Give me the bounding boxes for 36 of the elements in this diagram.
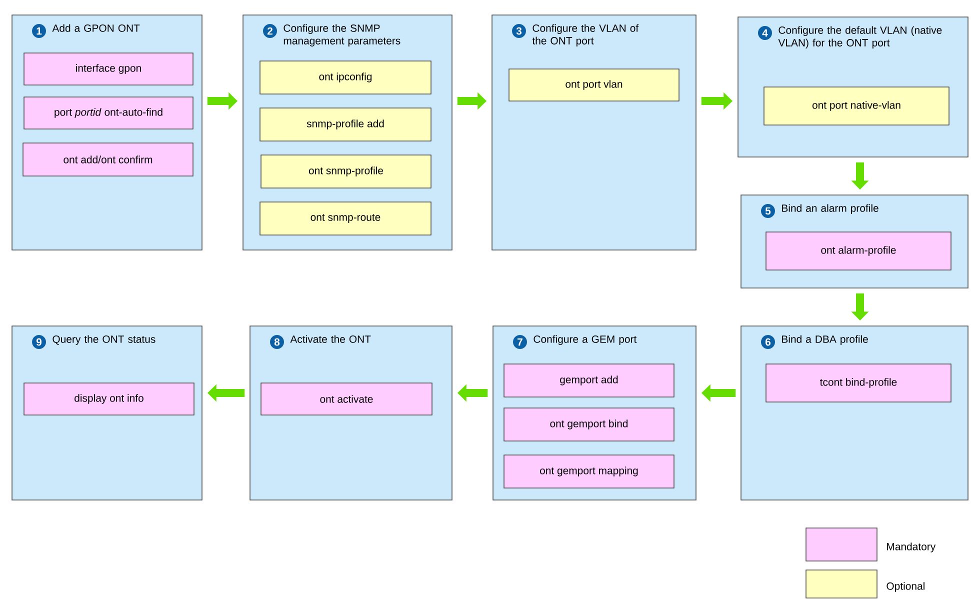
step-number: 1 [32,24,46,38]
command-box: gemport add [504,364,674,398]
command-box: ont gemport mapping [504,454,674,488]
step-title: Bind a DBA profile [782,335,868,345]
command-box: tcont bind-profile [766,364,952,402]
command-box: ont snmp-profile [260,154,432,188]
command-box: ont activate [260,382,432,416]
step-number: 9 [32,335,46,349]
command-box: ont add/ont confirm [22,142,194,176]
step-number: 6 [761,335,775,349]
step-title: Bind an alarm profile [782,204,878,214]
step-number: 7 [513,335,527,349]
step-title: Activate the ONT [290,335,371,343]
command-box: ont gemport bind [504,408,674,442]
command-box: ont snmp-route [260,202,432,236]
command-box: ont port vlan [508,68,680,102]
step-title: Configure the SNMP management parameters [284,24,400,46]
step-number: 4 [758,26,772,40]
step-number: 5 [761,204,775,218]
step-number: 2 [263,24,277,38]
step-number: 3 [512,24,526,38]
command-box: ont port native-vlan [764,86,950,126]
legend-label: Optional [886,582,924,592]
command-box: ont alarm-profile [766,232,952,270]
step-title: Configure a GEM port [534,335,637,345]
legend-label: Mandatory [887,542,936,552]
step-title: Query the ONT status [52,335,156,345]
command-box: display ont info [24,382,194,416]
step-title: Configure the default VLAN (native VLAN) for the ONT port [778,26,942,48]
command-box: port portid ont-auto-find [24,96,194,130]
step-number: 8 [270,335,284,349]
step-title: Configure the VLAN of the ONT port [532,24,639,46]
command-box: interface gpon [24,52,194,86]
command-box: ont ipconfig [260,60,432,94]
step-title: Add a GPON ONT [52,24,140,32]
command-box: snmp-profile add [260,108,432,142]
